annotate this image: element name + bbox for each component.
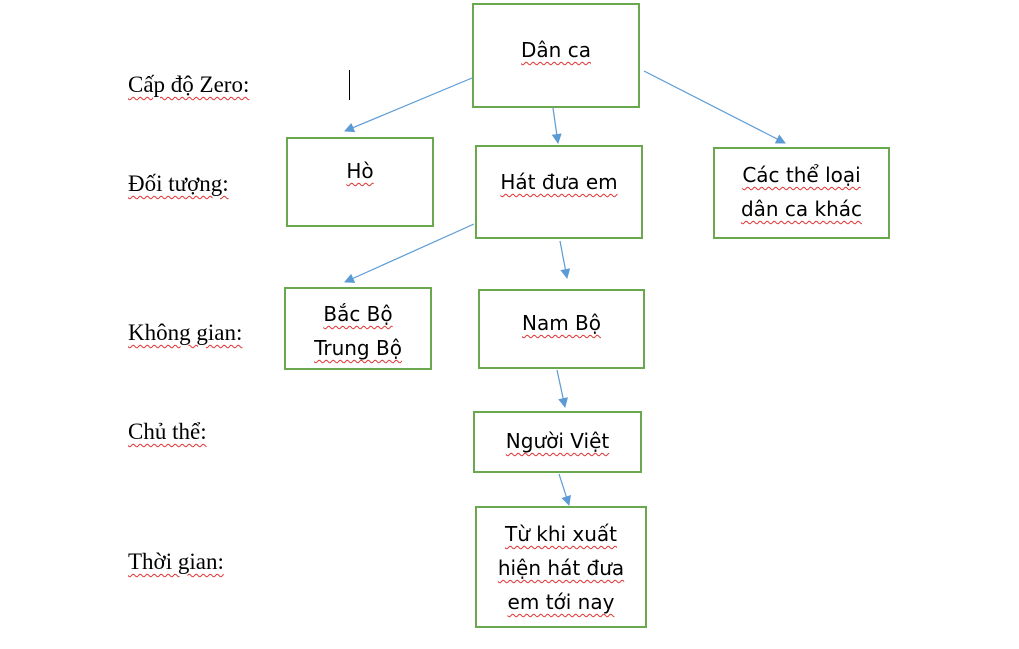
arrow-hat-dua-em-to-bac-trung-bo: [344, 223, 475, 283]
level-label-subject: Chủ thể:: [128, 419, 207, 444]
level-label-zero: Cấp độ Zero:: [128, 72, 250, 97]
node-bac-trung-bo: Bắc Bộ Trung Bộ: [284, 287, 432, 370]
node-hat-dua-em: Hát đưa em: [475, 145, 643, 239]
arrow-root-to-ho: [344, 77, 473, 133]
level-label-object: Đối tượng:: [128, 171, 229, 196]
node-nguoi-viet: Người Việt: [473, 411, 642, 473]
node-text: Các thể loại: [742, 163, 861, 187]
level-label-time: Thời gian:: [128, 549, 224, 574]
node-text: Người Việt: [505, 429, 610, 453]
node-text: Bắc Bộ: [323, 302, 393, 326]
node-text: Hò: [346, 159, 374, 183]
node-dan-ca: Dân ca: [472, 3, 640, 108]
node-other-genres: Các thể loại dân ca khác: [713, 147, 890, 239]
node-text: Hát đưa em: [500, 170, 618, 194]
text-cursor: [349, 70, 350, 100]
node-text: Dân ca: [521, 38, 591, 62]
arrow-root-to-hat-dua-em: [551, 107, 562, 144]
arrow-hat-dua-em-to-nam-bo: [559, 240, 571, 279]
node-text: hiện hát đưa: [497, 556, 625, 580]
arrow-nam-bo-to-nguoi-viet: [556, 369, 568, 408]
node-nam-bo: Nam Bộ: [478, 289, 645, 369]
level-label-space: Không gian:: [128, 320, 243, 345]
node-time-span: Từ khi xuất hiện hát đưa em tới nay: [475, 506, 647, 628]
node-text: dân ca khác: [740, 197, 863, 221]
node-text: Từ khi xuất: [504, 522, 618, 546]
node-text: Nam Bộ: [521, 311, 601, 335]
arrow-root-to-other-genres: [643, 70, 786, 144]
node-text: Trung Bộ: [314, 336, 402, 360]
node-ho: Hò: [286, 137, 434, 227]
node-text: em tới nay: [507, 590, 615, 614]
arrow-nguoi-viet-to-time-span: [558, 473, 571, 506]
